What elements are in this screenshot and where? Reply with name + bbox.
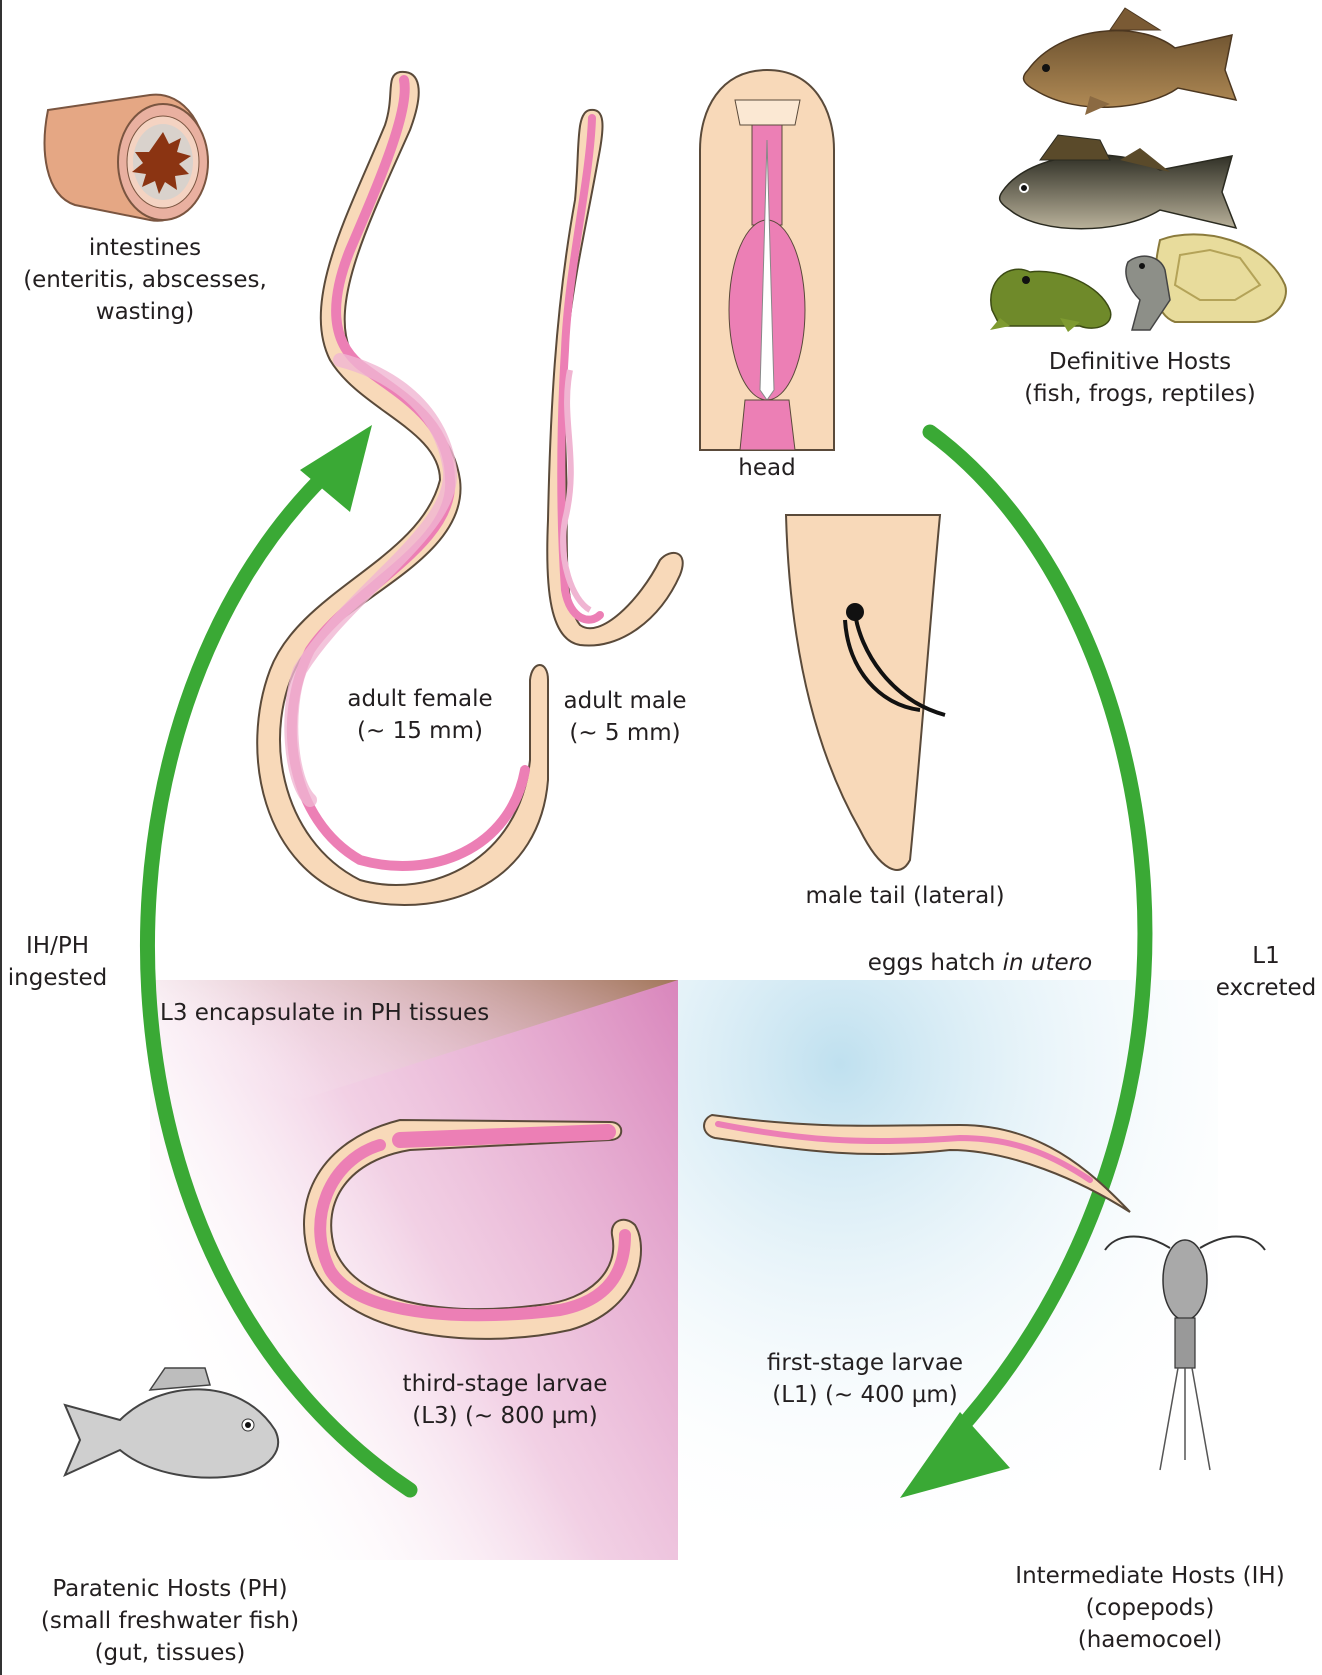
intestines-title: intestines (10, 232, 280, 264)
intestines-line2: (enteritis, abscesses, (10, 264, 280, 296)
intermediate-line2: (copepods) (1010, 1592, 1290, 1624)
adult-male-worm (547, 110, 682, 646)
third-stage-line2: (L3) (~ 800 µm) (385, 1400, 625, 1432)
head-text: head (707, 452, 827, 484)
third-stage-line1: third-stage larvae (385, 1368, 625, 1400)
l3-encapsulate-label: L3 encapsulate in PH tissues (160, 997, 500, 1029)
eggs-hatch-text: eggs hatch (868, 950, 1003, 976)
turtle-icon (1126, 234, 1286, 330)
paratenic-line3: (gut, tissues) (30, 1637, 310, 1669)
first-stage-line2: (L1) (~ 400 µm) (745, 1379, 985, 1411)
intermediate-hosts-label: Intermediate Hosts (IH) (copepods) (haem… (1010, 1560, 1290, 1656)
adult-female-label: adult female (~ 15 mm) (330, 683, 510, 747)
l3-encapsulate-text: L3 encapsulate in PH tissues (160, 997, 500, 1029)
head-detail (700, 70, 834, 450)
male-tail-label: male tail (lateral) (780, 880, 1030, 912)
ingested-label: IH/PH ingested (0, 930, 115, 994)
male-tail-detail (786, 515, 945, 870)
third-stage-label: third-stage larvae (L3) (~ 800 µm) (385, 1368, 625, 1432)
perch-fish-icon (1000, 135, 1236, 229)
eggs-hatch-label: eggs hatch in utero (850, 947, 1110, 979)
excreted-line1: L1 (1210, 940, 1322, 972)
paratenic-line1: Paratenic Hosts (PH) (30, 1573, 310, 1605)
excreted-label: L1 excreted (1210, 940, 1322, 1004)
frog-icon (990, 269, 1111, 332)
ingested-line1: IH/PH (0, 930, 115, 962)
definitive-hosts-label: Definitive Hosts (fish, frogs, reptiles) (1000, 346, 1280, 410)
adult-male-label: adult male (~ 5 mm) (545, 685, 705, 749)
definitive-title: Definitive Hosts (1000, 346, 1280, 378)
carp-fish-icon (1024, 8, 1236, 115)
excreted-line2: excreted (1210, 972, 1322, 1004)
adult-female-line2: (~ 15 mm) (330, 715, 510, 747)
intestine-cross-section-icon (45, 95, 208, 221)
adult-female-line1: adult female (330, 683, 510, 715)
intestines-label: intestines (enteritis, abscesses, wastin… (10, 232, 280, 328)
intestines-line3: wasting) (10, 296, 280, 328)
intermediate-line3: (haemocoel) (1010, 1624, 1290, 1656)
head-label: head (707, 452, 827, 484)
adult-male-line2: (~ 5 mm) (545, 717, 705, 749)
adult-male-line1: adult male (545, 685, 705, 717)
paratenic-line2: (small freshwater fish) (30, 1605, 310, 1637)
ingested-line2: ingested (0, 962, 115, 994)
male-tail-text: male tail (lateral) (780, 880, 1030, 912)
definitive-line2: (fish, frogs, reptiles) (1000, 378, 1280, 410)
adult-female-worm (257, 72, 548, 905)
intermediate-line1: Intermediate Hosts (IH) (1010, 1560, 1290, 1592)
eggs-hatch-line: eggs hatch in utero (850, 947, 1110, 979)
eggs-hatch-italic: in utero (1003, 950, 1093, 976)
paratenic-hosts-label: Paratenic Hosts (PH) (small freshwater f… (30, 1573, 310, 1669)
first-stage-label: first-stage larvae (L1) (~ 400 µm) (745, 1347, 985, 1411)
first-stage-line1: first-stage larvae (745, 1347, 985, 1379)
